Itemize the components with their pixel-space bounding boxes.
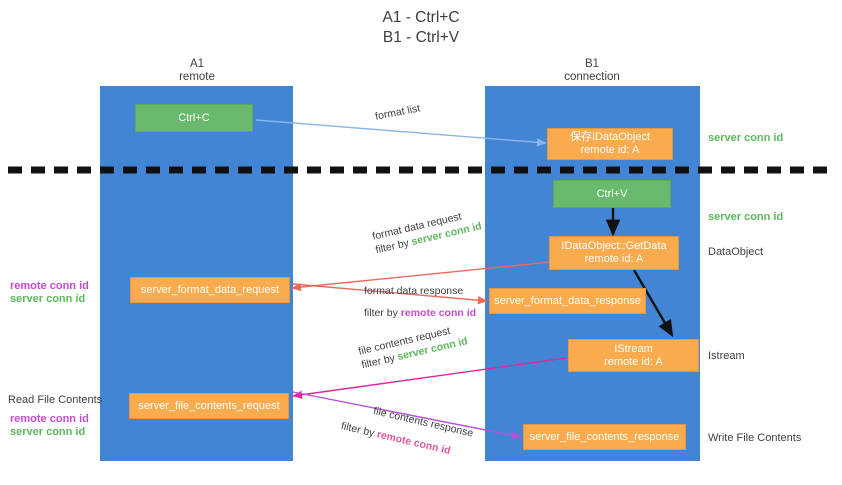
left-label-server-conn-id-2: server conn id [10,426,86,438]
column-header-a1: A1 remote [133,58,261,84]
left-label-remote-conn-id-1: remote conn id [10,280,89,292]
column-header-b1: B1 connection [528,58,656,84]
edge-label-format-data-response: format data response filter by remote co… [364,284,476,320]
arrow-file-contents-request [292,357,567,399]
arrow-format-data-request [291,261,552,292]
left-label-read-file-contents: Read File Contents [8,394,103,406]
left-label-remote-conn-id-2: remote conn id [10,413,89,425]
node-ctrl-v[interactable]: Ctrl+V [553,180,671,208]
column-a1-sub: remote [179,71,215,83]
node-server-format-data-request-label: server_format_data_request [140,283,280,296]
node-server-file-contents-request-label: server_file_contents_request [138,399,280,412]
node-ctrl-c-label: Ctrl+C [178,111,210,124]
node-istream-sub: remote id: A [604,355,663,368]
right-label-write-file-contents: Write File Contents [708,432,802,444]
filter-prefix: filter by [364,307,398,319]
page-title: A1 - Ctrl+C B1 - Ctrl+V [0,8,842,48]
node-save-idataobject-label: 保存IDataObject [569,131,651,143]
node-server-format-data-response-label: server_format_data_response [494,294,641,307]
node-idataobject-getdata-label: IDataObject::GetData [561,240,667,252]
arrow-format-data-response [292,283,488,305]
arrow-file-contents-response [292,391,522,440]
node-server-file-contents-response[interactable]: server_file_contents_response [523,424,686,450]
edge-format-data-response-text: format data response [364,285,464,297]
column-a1-name: A1 [189,58,205,70]
right-label-server-conn-id-2: server conn id [708,211,784,223]
arrow-format-list [255,119,547,147]
filter-key-remote-conn-id: remote conn id [400,307,477,319]
right-label-istream: Istream [708,350,745,362]
title-line-1: A1 - Ctrl+C [382,9,460,26]
node-server-format-data-response[interactable]: server_format_data_response [489,288,646,314]
left-label-server-conn-id-1: server conn id [10,293,86,305]
edge-format-data-response-filter: filter by remote conn id [364,306,476,320]
column-b1-name: B1 [584,58,600,70]
node-idataobject-getdata-sub: remote id: A [584,253,644,265]
node-save-idataobject-sub: remote id: A [580,144,640,156]
node-server-file-contents-response-label: server_file_contents_response [529,430,680,443]
title-line-2: B1 - Ctrl+V [382,29,460,46]
node-save-idataobject[interactable]: 保存IDataObject remote id: A [547,128,673,160]
node-ctrl-c[interactable]: Ctrl+C [135,104,253,132]
right-label-server-conn-id-1: server conn id [708,132,784,144]
arrow-getdata-to-istream [632,269,674,338]
node-server-file-contents-request[interactable]: server_file_contents_request [129,393,289,419]
node-istream[interactable]: IStream remote id: A [568,339,699,372]
column-b1-sub: connection [564,71,620,83]
node-istream-label: IStream [614,342,653,355]
node-ctrl-v-label: Ctrl+V [596,187,628,200]
right-label-dataobject: DataObject [708,246,764,258]
node-server-format-data-request[interactable]: server_format_data_request [130,277,290,303]
node-idataobject-getdata[interactable]: IDataObject::GetData remote id: A [549,236,679,270]
